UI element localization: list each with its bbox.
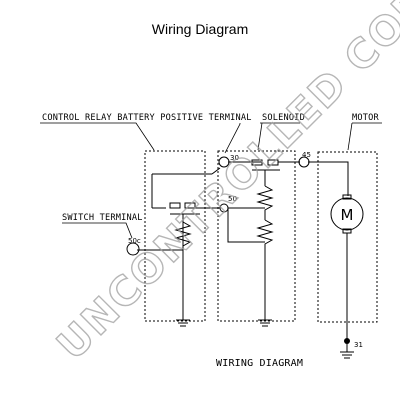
- leader-lines: [40, 122, 382, 239]
- solenoid-circuit: [211, 159, 300, 327]
- control-relay-circuit: [137, 173, 220, 327]
- motor-box: [317, 151, 378, 323]
- solenoid-box: [217, 150, 296, 322]
- solenoid-label: SOLENOID: [262, 113, 305, 123]
- terminal-31-label: 31: [354, 341, 363, 349]
- terminal-30-label: 30: [230, 154, 239, 162]
- diagram-title: Wiring Diagram: [152, 21, 248, 37]
- motor-circuit: M: [308, 161, 364, 359]
- control-relay-box: [144, 150, 206, 322]
- terminal-45-circle: [298, 156, 310, 168]
- control-relay-label: CONTROL RELAY BATTERY POSITIVE TERMINAL: [42, 113, 252, 123]
- terminal-50c-label: 50c: [128, 237, 141, 245]
- terminal-50-circle: [219, 203, 229, 213]
- switch-terminal-label: SWITCH TERMINAL: [62, 213, 143, 223]
- terminal-50c-circle: [126, 242, 140, 256]
- motor-m-symbol: M: [341, 206, 354, 224]
- terminal-50-label: 50: [228, 195, 237, 203]
- wiring-diagram-caption: WIRING DIAGRAM: [216, 358, 303, 369]
- motor-label: MOTOR: [352, 113, 379, 123]
- terminal-30-circle: [218, 156, 230, 168]
- terminal-45-label: 45: [302, 151, 311, 159]
